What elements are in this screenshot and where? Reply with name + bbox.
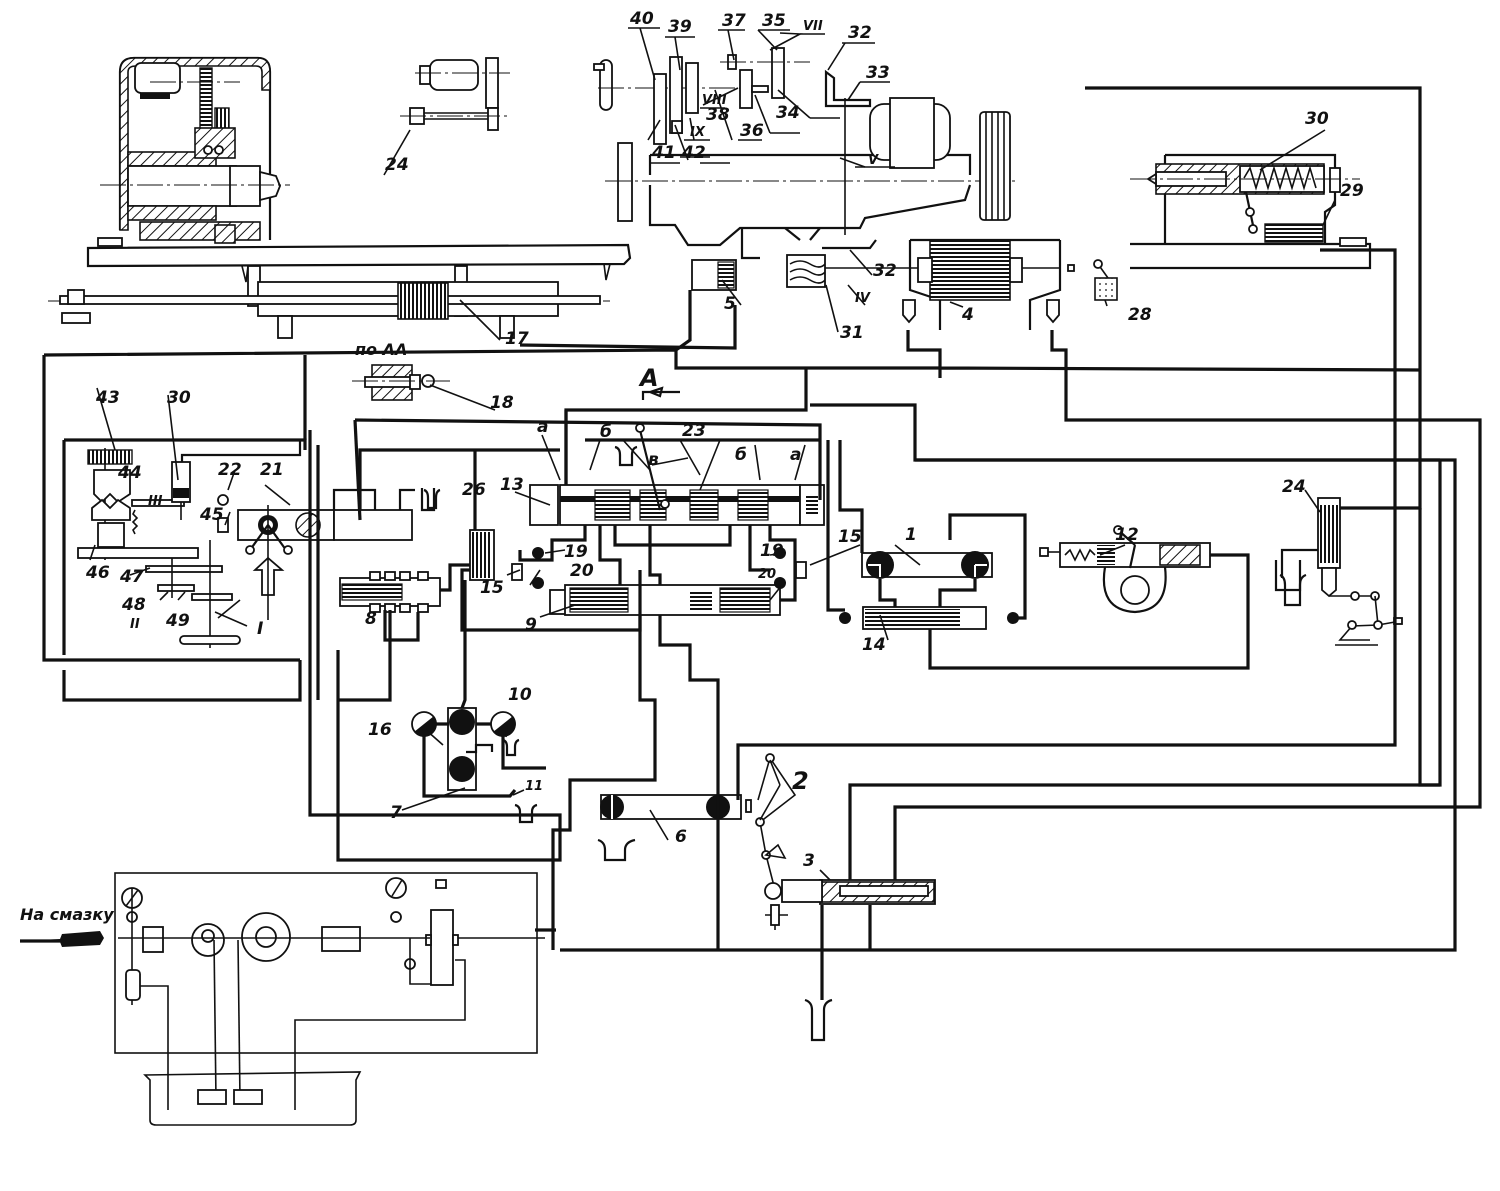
valve-26 [469,529,495,581]
headstock [97,56,290,247]
label-32-top: 32 [848,23,872,43]
lever-2 [755,753,797,891]
valve-24-right [1274,497,1403,646]
valve-7 [411,707,546,798]
label-11: 11 [525,779,543,794]
label-28: 28 [1128,305,1152,325]
label-31: 31 [840,323,864,343]
stop-28 [1093,259,1118,301]
label-shaft-I: I [257,619,263,639]
label-3: 3 [803,851,815,871]
infeed-mechanism [691,239,1075,291]
label-44: 44 [117,463,142,483]
valve-1 [861,551,993,579]
label-10: 10 [508,685,532,705]
section-aa [352,364,450,401]
cylinder-4 [902,238,1062,330]
label-20-right: 20 [758,567,776,582]
valve-6 [600,794,752,820]
valve-12 [1039,525,1211,614]
label-24-top: 24 [385,155,409,175]
machine-table [48,243,632,339]
label-23: 23 [682,421,706,441]
label-33: 33 [866,63,890,83]
label-42: 42 [681,143,706,163]
valve-3 [764,879,936,930]
port-v: в [648,450,659,470]
label-13: 13 [500,475,524,495]
label-15-right: 15 [838,527,862,547]
label-shaft-IV: IV [855,291,871,306]
section-aa-label: по AA [355,340,407,359]
label-41: 41 [651,143,676,163]
label-5: 5 [724,294,736,314]
label-26: 26 [462,480,486,500]
label-2: 2 [792,767,809,795]
label-1: 1 [905,525,917,545]
label-36: 36 [740,121,764,141]
label-14: 14 [862,635,886,655]
port-b-right: б [735,445,747,465]
tailstock [1130,153,1372,270]
drain-symbols [423,445,1307,1042]
port-a-left: a [537,417,548,437]
label-30-control: 30 [167,388,191,408]
label-21: 21 [260,460,284,480]
label-shaft-III: III [148,494,163,509]
label-4: 4 [961,305,974,325]
valve-8 [339,571,441,613]
label-17: 17 [505,329,529,349]
label-37: 37 [722,11,746,31]
label-32-bottom: 32 [873,261,897,281]
label-6: 6 [675,827,687,847]
lubrication-label: На смазку [20,905,114,924]
label-shaft-VII: VII [803,19,823,34]
label-29: 29 [1340,181,1364,201]
label-39: 39 [668,17,692,37]
label-43: 43 [95,388,120,408]
valve-13 [529,423,825,526]
label-shaft-VIII: VIII [702,93,727,108]
label-24-right: 24 [1282,477,1306,497]
label-8: 8 [365,609,377,629]
label-38: 38 [706,105,730,125]
label-12: 12 [1115,525,1139,545]
label-49: 49 [165,611,190,631]
label-15-left: 15 [480,578,504,598]
label-16: 16 [368,720,392,740]
label-19-left: 19 [564,542,588,562]
label-40: 40 [629,9,654,29]
lubrication-station [20,872,545,1126]
valve-14 [839,606,1019,630]
left-control-block [42,355,436,662]
label-shaft-IX: IX [690,125,706,140]
label-20-left: 20 [570,561,594,581]
label-18: 18 [490,393,514,413]
label-47: 47 [119,567,144,587]
label-46: 46 [85,563,110,583]
label-22: 22 [218,460,242,480]
label-45: 45 [199,505,224,525]
label-48: 48 [121,595,146,615]
port-b-left: б [600,422,612,442]
label-19-right: 19 [760,541,784,561]
port-a-right: a [790,445,801,465]
hydraulic-lines [43,86,1482,1000]
labels: 40 39 37 35 VII 32 33 VIII 36 34 IX 38 4… [20,9,1364,924]
label-34: 34 [776,103,800,123]
view-a-arrow [641,386,680,400]
label-35: 35 [762,11,786,31]
valve-9 [549,584,781,616]
pump-motor-24 [400,57,510,131]
label-30-tailstock: 30 [1305,109,1329,129]
view-a-label: A [638,364,659,392]
label-7: 7 [390,803,402,823]
label-shaft-II: II [130,617,140,632]
label-shaft-V: V [868,153,879,168]
label-9: 9 [525,615,537,635]
